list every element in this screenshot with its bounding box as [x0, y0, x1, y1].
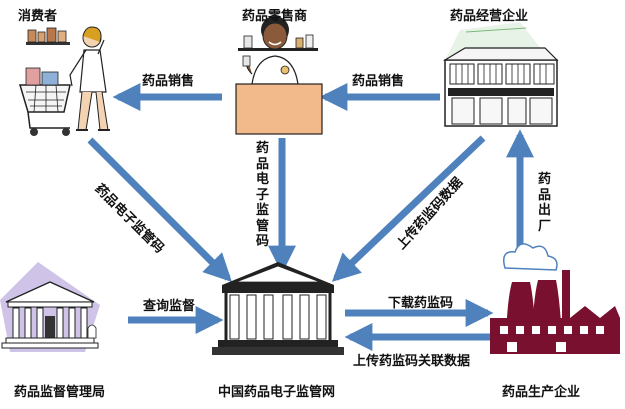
- network-label: 中国药品电子监管网: [218, 385, 336, 400]
- manufacturer-label: 药品生产企业: [502, 385, 581, 400]
- consumer-label: 消费者: [18, 9, 58, 24]
- edge-label-shipment: 药品出厂: [537, 172, 551, 234]
- retailer-icon: [235, 16, 323, 135]
- regulator-icon: [0, 262, 100, 352]
- edge-label-retail-code: 药品电子监管码: [255, 141, 269, 249]
- arrow-distributor-to-network: [331, 135, 486, 282]
- edge-label-query: 查询监督: [143, 299, 196, 314]
- distributor-icon: [442, 22, 559, 127]
- edge-label-download: 下载药监码: [388, 296, 454, 311]
- edge-label-upload-assoc: 上传药监码关联数据: [353, 354, 471, 369]
- edge-label-retail-sale: 药品销售: [142, 74, 195, 89]
- edge-label-distributor-sale: 药品销售: [352, 74, 405, 89]
- distributor-label: 药品经营企业: [450, 9, 529, 24]
- retailer-label: 药品零售商: [242, 9, 308, 24]
- regulator-label: 药品监督管理局: [14, 385, 106, 400]
- manufacturer-icon: [490, 243, 620, 354]
- consumer-icon: [18, 26, 110, 136]
- arrow-consumer-to-network: [87, 137, 232, 282]
- network-icon: [212, 262, 344, 355]
